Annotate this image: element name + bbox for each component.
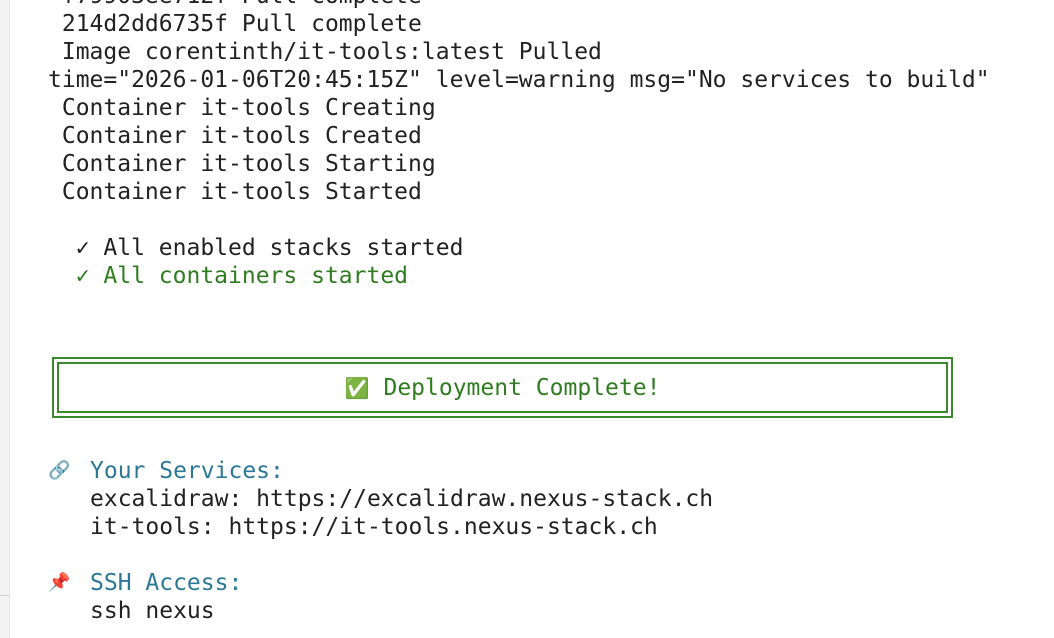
- gutter-divider: [0, 595, 9, 596]
- service-url[interactable]: it-tools: https://it-tools.nexus-stack.c…: [90, 514, 658, 540]
- ssh-section: 📌 SSH Access: ssh nexus: [48, 569, 242, 625]
- deployment-complete-banner: ✅ Deployment Complete!: [52, 357, 953, 418]
- blank-line: [48, 206, 990, 234]
- log-line: Image corentinth/it-tools:latest Pulled: [48, 39, 602, 65]
- link-icon: 🔗: [48, 460, 71, 481]
- log-line: Container it-tools Started: [48, 179, 422, 205]
- terminal-output: f79903ee712f Pull complete 214d2dd6735f …: [48, 0, 990, 290]
- stacks-started-status: ✓ All enabled stacks started: [48, 235, 464, 261]
- log-line: 214d2dd6735f Pull complete: [48, 11, 422, 37]
- banner-text: Deployment Complete!: [383, 374, 661, 401]
- ssh-command: ssh nexus: [90, 598, 215, 624]
- ssh-heading: SSH Access:: [90, 570, 243, 596]
- check-mark-icon: ✅: [344, 375, 370, 400]
- log-line: Container it-tools Creating: [48, 95, 436, 121]
- services-heading: Your Services:: [90, 458, 284, 484]
- log-line: f79903ee712f Pull complete: [48, 0, 990, 10]
- side-gutter: [0, 0, 10, 638]
- containers-started-status: ✓ All containers started: [48, 263, 409, 289]
- log-line: time="2026-01-06T20:45:15Z" level=warnin…: [48, 67, 990, 93]
- service-url[interactable]: excalidraw: https://excalidraw.nexus-sta…: [90, 486, 714, 512]
- log-line: Container it-tools Created: [48, 123, 422, 149]
- log-line: Container it-tools Starting: [48, 151, 436, 177]
- services-section: 🔗 Your Services: excalidraw: https://exca…: [48, 457, 713, 541]
- pushpin-icon: 📌: [48, 572, 71, 593]
